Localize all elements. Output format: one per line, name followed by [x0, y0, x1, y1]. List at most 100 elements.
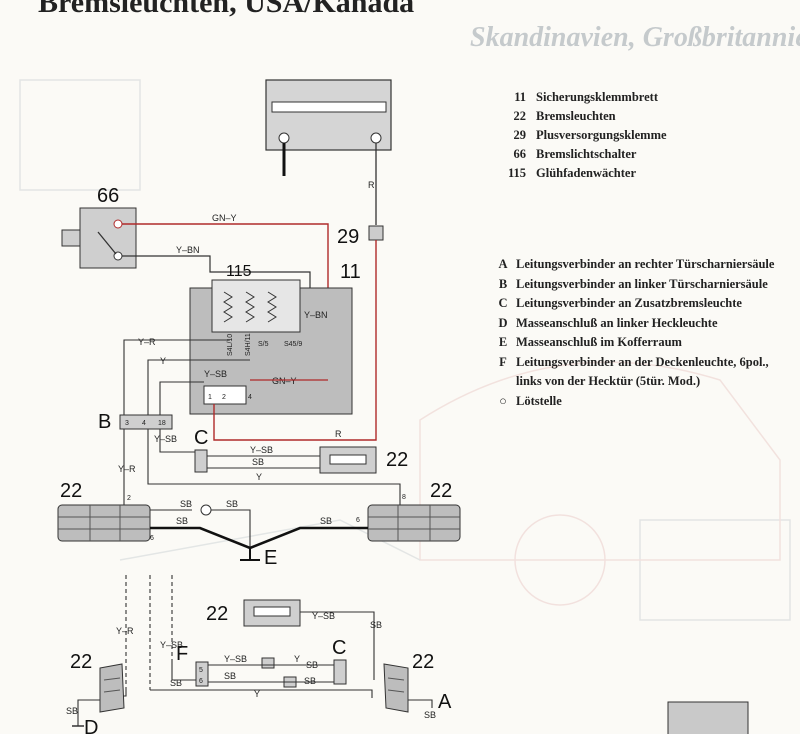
wire-y-top	[147, 359, 250, 415]
brake-light-22-right	[367, 504, 461, 542]
legend-letter-row: ○ Lötstelle	[490, 392, 795, 412]
legend-text: Glühfadenwächter	[536, 166, 636, 180]
pin-18: 18	[158, 420, 166, 427]
label-c-upper: C	[194, 427, 208, 449]
pin-6-f: 6	[199, 678, 203, 685]
wire-label-sb-lower-22: SB	[370, 620, 382, 630]
wire-label-y: Y	[160, 356, 166, 366]
ghost-background	[19, 79, 791, 621]
terminal-29	[368, 225, 384, 241]
label-22-right: 22	[430, 480, 452, 502]
legend-letter-key: F	[499, 354, 507, 369]
label-22-upper: 22	[386, 449, 408, 471]
wire-r	[213, 240, 377, 441]
label-d: D	[84, 717, 98, 734]
legend-letter-key: ○	[499, 393, 507, 408]
legend-letter-row: C Leitungsverbinder an Zusatzbremsleuchte	[490, 294, 795, 314]
legend-key: 115	[507, 166, 526, 180]
label-a: A	[438, 691, 452, 713]
label-b: B	[98, 411, 111, 433]
label-22-lower-top: 22	[206, 603, 228, 625]
pin-5: 5	[199, 667, 203, 674]
inline-box-1	[261, 657, 275, 669]
label-11: 11	[340, 261, 361, 283]
wire-label-sb-right: SB	[226, 499, 238, 509]
connector-1-2-4	[203, 385, 247, 405]
wire-label-y-sb-b: Y–SB	[154, 434, 177, 444]
legend-letter-text: Leitungsverbinder an der Deckenleuchte, …	[516, 354, 769, 389]
pin-6-right: 6	[356, 517, 360, 524]
legend-letter-text: Leitungsverbinder an linker Türscharnier…	[516, 276, 768, 291]
legend-letter-text: Leitungsverbinder an Zusatzbremsleuchte	[516, 296, 742, 310]
wire-y-bn	[122, 255, 311, 305]
legend-letter-text: Masseanschluß im Kofferraum	[516, 335, 682, 349]
wire-label-sb-c: SB	[252, 457, 264, 467]
legend-letter-key: C	[498, 296, 508, 310]
label-c-lower: C	[332, 637, 346, 659]
legend-key: 22	[513, 109, 527, 123]
wire-label-sb-left: SB	[180, 499, 192, 509]
wire-label-y-r-down: Y–R	[118, 464, 136, 474]
wire-label-y-sb-int: Y–SB	[204, 369, 227, 379]
wire-label-sb-lower-left: SB	[170, 678, 182, 688]
bottom-right-box	[667, 701, 749, 734]
wire-label-sb-ground-left: SB	[176, 516, 188, 526]
wire-label-y-sb-c: Y–SB	[250, 445, 273, 455]
legend-text: Sicherungsklemmbrett	[536, 90, 658, 104]
pin-label-s5: S/5	[258, 341, 269, 348]
label-29: 29	[337, 226, 359, 248]
legend-key: 29	[513, 128, 527, 142]
label-f: F	[176, 643, 188, 665]
wire-label-y-sb-lower-22: Y–SB	[312, 611, 335, 621]
wire-label-y-r-lower: Y–R	[116, 626, 134, 636]
page-title: Bremsleuchten, USA/Kanada	[38, 0, 415, 19]
coils	[223, 291, 277, 323]
brake-light-22-upper-lens	[329, 454, 367, 465]
legend-letter-row: E Masseanschluß im Kofferraum	[490, 333, 795, 353]
pin-label-s4h11: S4H/11	[245, 333, 252, 356]
legend-row: 115 Glühfadenwächter	[490, 164, 790, 183]
wire-label-y-f: Y	[294, 654, 300, 664]
battery	[265, 79, 392, 225]
wire-label-r-bottom: R	[335, 429, 342, 439]
pin-2-a: 2	[222, 394, 226, 401]
wire-label-gn-y: GN–Y	[212, 213, 237, 223]
wire-label-gn-y-int: GN–Y	[272, 376, 297, 386]
label-22-left: 22	[60, 480, 82, 502]
wire-label-sb-d: SB	[66, 706, 78, 716]
wire-y-sb-top	[159, 381, 204, 415]
side-light-22-right	[383, 663, 409, 713]
legend-key: 66	[513, 147, 527, 161]
legend-letter-key: E	[498, 335, 508, 349]
wire-label-r-top: R	[368, 180, 375, 190]
label-115: 115	[226, 263, 252, 280]
legend-text: Bremsleuchten	[536, 109, 616, 123]
pin-3: 3	[125, 420, 129, 427]
brake-light-22-lower-top-lens	[253, 606, 291, 617]
legend-letter-text: Lötstelle	[516, 393, 562, 408]
connector-b	[119, 414, 173, 430]
solder-point	[200, 504, 212, 516]
wire-y-sb-lower-22	[300, 611, 375, 680]
connector-c-upper	[194, 449, 208, 473]
wire-sb-a	[408, 699, 433, 708]
connector-c-lower	[333, 659, 347, 685]
legend-letter-key: A	[498, 257, 508, 271]
pin-8: 8	[402, 494, 406, 501]
wire-sb-ground	[150, 526, 368, 550]
legend-text: Plusversorgungsklemme	[536, 128, 667, 142]
side-light-22-left	[99, 663, 125, 713]
dashed-feeds	[125, 575, 173, 690]
wire-label-y-across: Y	[256, 472, 262, 482]
wire-label-sb-f: SB	[306, 660, 318, 670]
legend-row: 22 Bremsleuchten	[490, 107, 790, 126]
wire-label-sb-f-2: SB	[224, 671, 236, 681]
pin-4-a: 4	[248, 394, 252, 401]
ghost-title: Skandinavien, Großbritannien, Australien…	[470, 22, 800, 53]
legend-letter-row: F Leitungsverbinder an der Deckenleuchte,…	[490, 353, 795, 392]
